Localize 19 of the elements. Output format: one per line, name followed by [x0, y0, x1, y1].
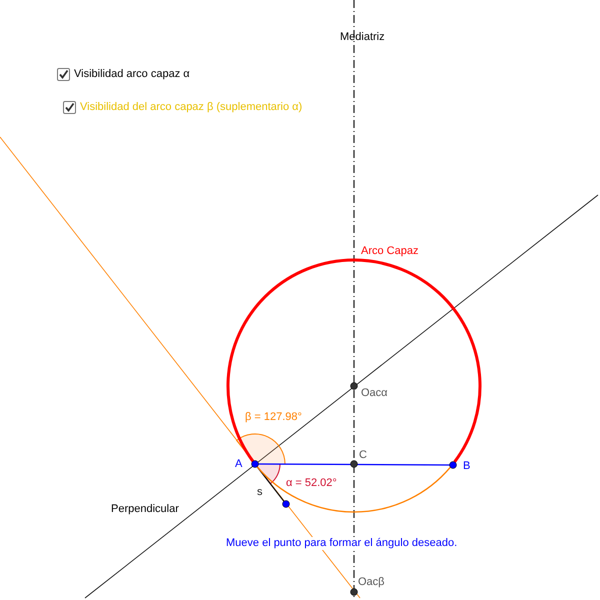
point-marker: [251, 460, 259, 468]
supplementary-arc: [256, 466, 451, 513]
angle-label: α = 52.02°: [286, 477, 337, 490]
angle-label: β = 127.98°: [245, 411, 302, 424]
segment-label: s: [257, 486, 262, 499]
line-segment: [258, 463, 450, 466]
point-label: B: [463, 460, 470, 473]
checkbox-label: Visibilidad del arco capaz β (suplementario α): [80, 101, 302, 114]
mediatriz-label: Mediatriz: [340, 31, 385, 44]
point-label: Oacβ: [358, 576, 385, 589]
point-marker: [449, 461, 457, 469]
point-label: A: [235, 458, 242, 471]
line-label: Perpendicular: [111, 503, 179, 516]
checkbox-label: Visibilidad arco capaz α: [74, 68, 190, 81]
point-label: Oacα: [361, 387, 388, 400]
arc-label: Arco Capaz: [361, 245, 418, 258]
capable-arc: [226, 258, 482, 463]
instruction-text: Mueve el punto para formar el ángulo deseado.: [226, 537, 458, 550]
point-label: C: [359, 449, 367, 462]
